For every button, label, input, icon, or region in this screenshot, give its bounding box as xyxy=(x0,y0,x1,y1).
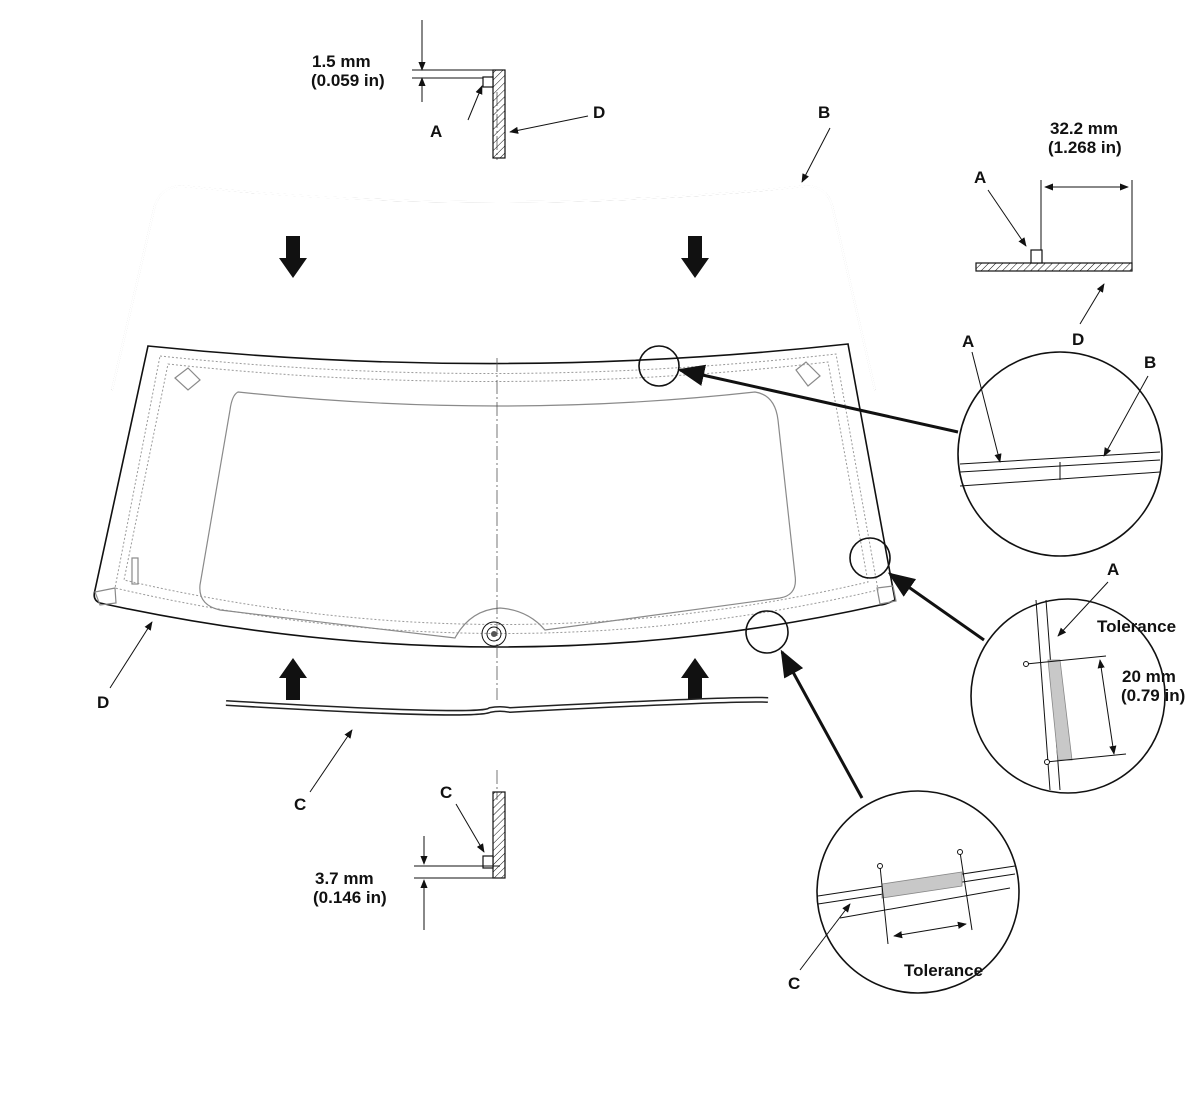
install-arrow-down-left xyxy=(279,236,307,278)
section-side-detail xyxy=(975,180,1133,325)
install-arrow-down-right xyxy=(681,236,709,278)
lower-molding-c xyxy=(225,696,769,716)
side-offset-in-label: (1.268 in) xyxy=(1048,138,1122,157)
tolerance-len-mm-label: 20 mm xyxy=(1122,667,1176,686)
label-d-side: D xyxy=(1072,330,1084,349)
label-a-joint: A xyxy=(962,332,974,351)
label-d-glass: D xyxy=(97,693,109,712)
detail-circle-joint xyxy=(957,351,1163,557)
tolerance-len-in-label: (0.79 in) xyxy=(1121,686,1185,705)
upper-molding-b xyxy=(111,184,876,391)
detail-circle-lower-tolerance xyxy=(799,790,1020,994)
label-d-top: D xyxy=(593,103,605,122)
tolerance-label-lower: Tolerance xyxy=(904,961,983,980)
detail-circle-side-tolerance xyxy=(970,581,1166,794)
label-c-molding: C xyxy=(294,795,306,814)
label-a-tolerance: A xyxy=(1107,560,1119,579)
label-b-joint: B xyxy=(1144,353,1156,372)
side-offset-mm-label: 32.2 mm xyxy=(1050,119,1118,138)
install-arrow-up-right xyxy=(681,658,709,700)
label-a-side: A xyxy=(974,168,986,187)
bottom-gap-mm-label: 3.7 mm xyxy=(315,869,374,888)
label-b-molding: B xyxy=(818,103,830,122)
label-c-lower: C xyxy=(788,974,800,993)
tolerance-label-side: Tolerance xyxy=(1097,617,1176,636)
top-gap-in-label: (0.059 in) xyxy=(311,71,385,90)
label-c-section: C xyxy=(440,783,452,802)
top-gap-mm-label: 1.5 mm xyxy=(312,52,371,71)
bottom-gap-in-label: (0.146 in) xyxy=(313,888,387,907)
rear-glass-d xyxy=(93,92,897,800)
section-top-detail xyxy=(412,20,589,159)
install-arrow-up-left xyxy=(279,658,307,700)
label-a-top: A xyxy=(430,122,442,141)
section-bottom-detail xyxy=(414,791,506,930)
